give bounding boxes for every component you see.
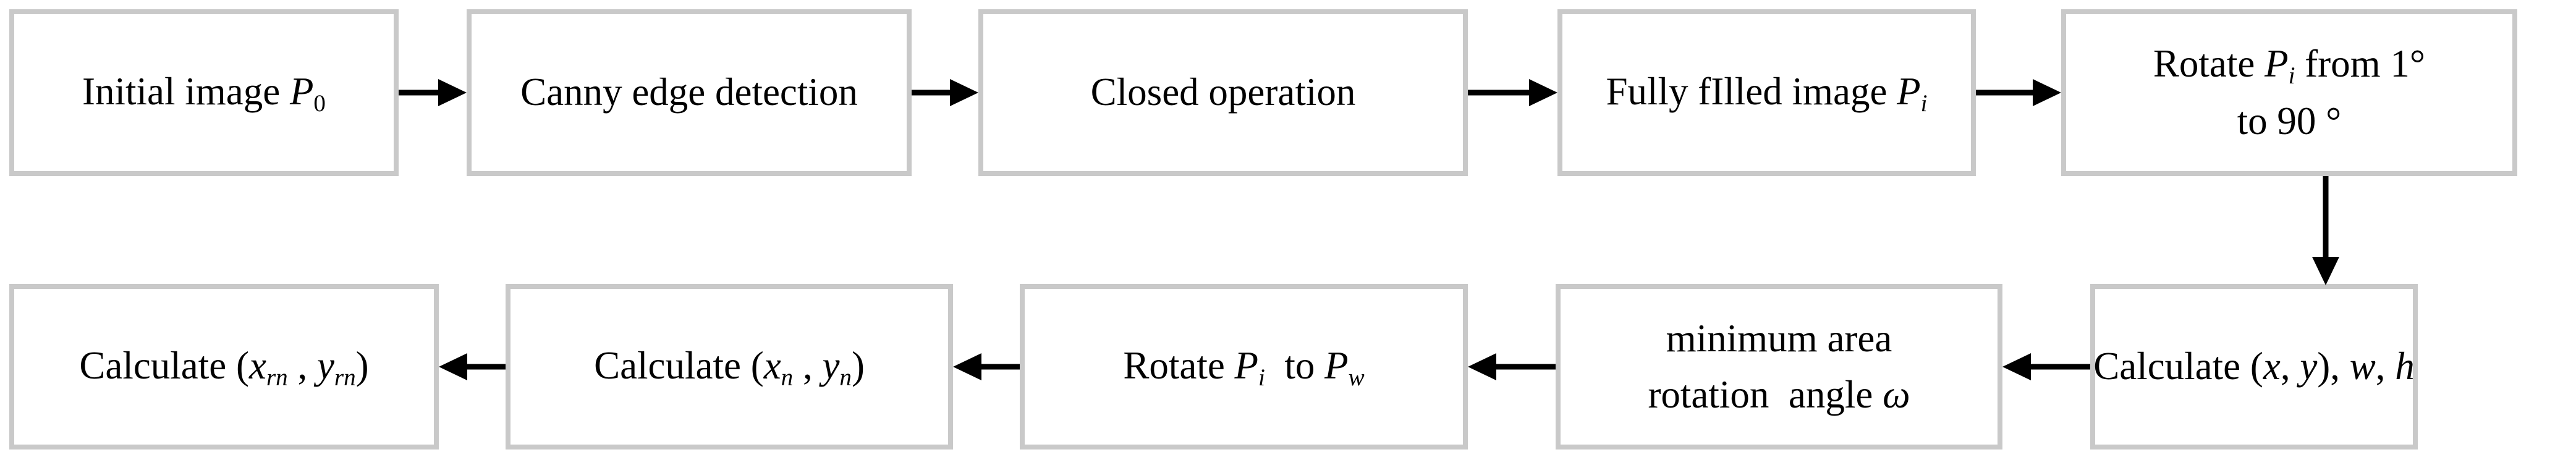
flow-step-closed-operation-label: Closed operation xyxy=(1090,70,1356,114)
flow-step-calculate-xy-wh: Calculate (x, y), w, h xyxy=(2090,284,2418,450)
flow-step-calculate-xn-yn-label: Calculate (xn , yn) xyxy=(594,344,865,391)
arrow-right-icon xyxy=(1976,79,2061,106)
flow-step-fully-filled-image-label: Fully fIlled image Pi xyxy=(1606,70,1928,117)
flow-step-initial-image-label: Initial image P0 xyxy=(82,70,326,117)
flow-step-rotate-1-to-90-label: Rotate Pi from 1°to 90 ° xyxy=(2153,41,2426,143)
arrow-left-icon xyxy=(953,353,1020,380)
flow-step-rotate-1-to-90: Rotate Pi from 1°to 90 ° xyxy=(2061,9,2517,176)
flow-step-calculate-xrn-yrn: Calculate (xrn , yrn) xyxy=(9,284,439,450)
arrow-left-icon xyxy=(2002,353,2090,380)
flow-step-canny-edge-detection-label: Canny edge detection xyxy=(520,70,858,114)
arrow-right-icon xyxy=(1468,79,1557,106)
arrow-right-icon xyxy=(399,79,467,106)
flow-step-rotate-pi-to-pw: Rotate Pi to Pw xyxy=(1020,284,1468,450)
arrow-left-icon xyxy=(1468,353,1556,380)
arrow-left-icon xyxy=(439,353,506,380)
flow-step-initial-image: Initial image P0 xyxy=(9,9,399,176)
flow-step-calculate-xrn-yrn-label: Calculate (xrn , yrn) xyxy=(79,344,369,391)
arrow-right-icon xyxy=(912,79,978,106)
flow-step-canny-edge-detection: Canny edge detection xyxy=(467,9,912,176)
flow-step-closed-operation: Closed operation xyxy=(978,9,1468,176)
flow-step-fully-filled-image: Fully fIlled image Pi xyxy=(1557,9,1976,176)
flow-step-calculate-xn-yn: Calculate (xn , yn) xyxy=(506,284,953,450)
arrow-down-icon xyxy=(2312,176,2339,285)
flow-step-calculate-xy-wh-label: Calculate (x, y), w, h xyxy=(2093,345,2415,388)
flow-step-rotate-pi-to-pw-label: Rotate Pi to Pw xyxy=(1123,344,1365,391)
